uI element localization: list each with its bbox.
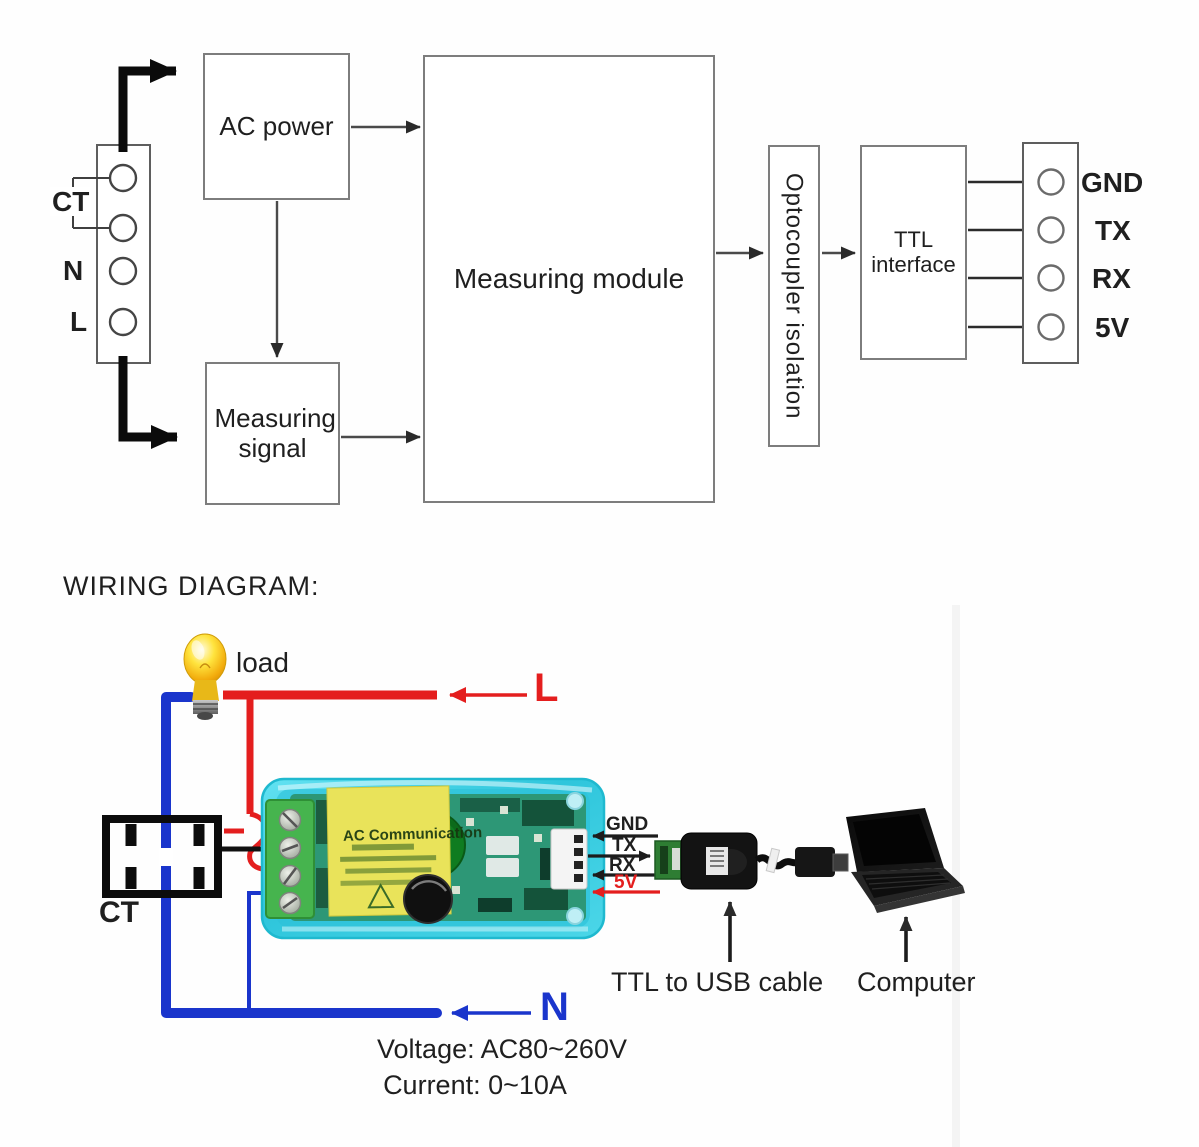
- pin-hole-rx: [1037, 264, 1065, 292]
- pin-hole-5v: [1037, 313, 1065, 341]
- pin-label-5v: 5V: [1095, 312, 1130, 343]
- terminal-hole-l: [108, 307, 138, 337]
- wire-to-ac-power: [118, 59, 177, 152]
- cable-band: [765, 847, 781, 874]
- ttl-cable-label: TTL to USB cable: [611, 967, 824, 997]
- wiring-title: WIRING DIAGRAM:: [63, 571, 320, 601]
- measuring-module-box: Measuring module: [423, 55, 715, 503]
- relay-1: [486, 836, 519, 855]
- usb-plug: [795, 847, 835, 877]
- module-pin-rx: RX: [609, 855, 636, 876]
- pin-label-gnd: GND: [1081, 167, 1144, 198]
- terminal-hole-n: [108, 256, 138, 286]
- measuring-signal-label: Measuring signal: [214, 403, 336, 463]
- neutral-label: N: [540, 985, 569, 1029]
- wire-to-measuring-signal: [118, 356, 178, 449]
- current-spec: Current: 0~10A: [383, 1070, 567, 1100]
- ttl-interface-label: TTL interface: [871, 226, 956, 277]
- scan-seam: [952, 605, 960, 1147]
- ct-symbol-label: CT: [99, 896, 139, 929]
- ttl-usb-adapter: [654, 832, 849, 890]
- relay-2: [486, 858, 519, 877]
- wiring-artwork: [102, 605, 965, 1147]
- laptop: [846, 808, 965, 913]
- measuring-module-label: Measuring module: [453, 263, 685, 295]
- ac-terminal-block-symbol: [72, 144, 151, 364]
- voltage-spec: Voltage: AC80~260V: [377, 1034, 627, 1064]
- usb-cable: [754, 854, 802, 870]
- optocoupler-label: Optocoupler isolation: [780, 172, 808, 420]
- wire-crossing-gap: [159, 848, 173, 866]
- pin-hole-gnd: [1037, 168, 1065, 196]
- terminal-hole-ct2: [108, 213, 138, 243]
- load-label: load: [236, 647, 289, 678]
- optocoupler-box: Optocoupler isolation: [768, 145, 820, 447]
- capacitor: [403, 874, 453, 924]
- pin-hole-tx: [1037, 216, 1065, 244]
- serial-pin-wires: [588, 830, 660, 898]
- ttl-terminal-block-symbol: [968, 142, 1079, 364]
- module-pin-5v: 5V: [614, 872, 638, 893]
- module-pin-tx: TX: [612, 835, 637, 856]
- ct-label: CT: [50, 186, 92, 217]
- serial-connector: [550, 828, 588, 890]
- ac-power-box: AC power: [203, 53, 350, 200]
- pin-label-rx: RX: [1092, 263, 1131, 294]
- measuring-signal-box: Measuring signal: [205, 362, 340, 505]
- l-label: L: [70, 306, 88, 337]
- cert-triangle: [367, 883, 395, 909]
- block-diagram: [72, 59, 1079, 449]
- computer-label: Computer: [857, 967, 976, 997]
- pcb-components: [316, 798, 574, 912]
- neutral-wire-module-drop: [247, 891, 266, 1008]
- pzem-module: [260, 777, 606, 940]
- module-print-label: AC Communication: [342, 824, 483, 845]
- module-pin-gnd: GND: [606, 814, 649, 835]
- terminal-hole-ct1: [108, 163, 138, 193]
- module-terminal-block: [265, 799, 315, 919]
- light-bulb: [183, 633, 227, 720]
- ac-power-label: AC power: [219, 110, 334, 141]
- pin-label-tx: TX: [1095, 215, 1131, 246]
- n-label: N: [63, 255, 84, 286]
- ttl-interface-box: TTL interface: [860, 145, 967, 360]
- live-label: L: [534, 666, 559, 710]
- ct-symbol: [102, 815, 222, 898]
